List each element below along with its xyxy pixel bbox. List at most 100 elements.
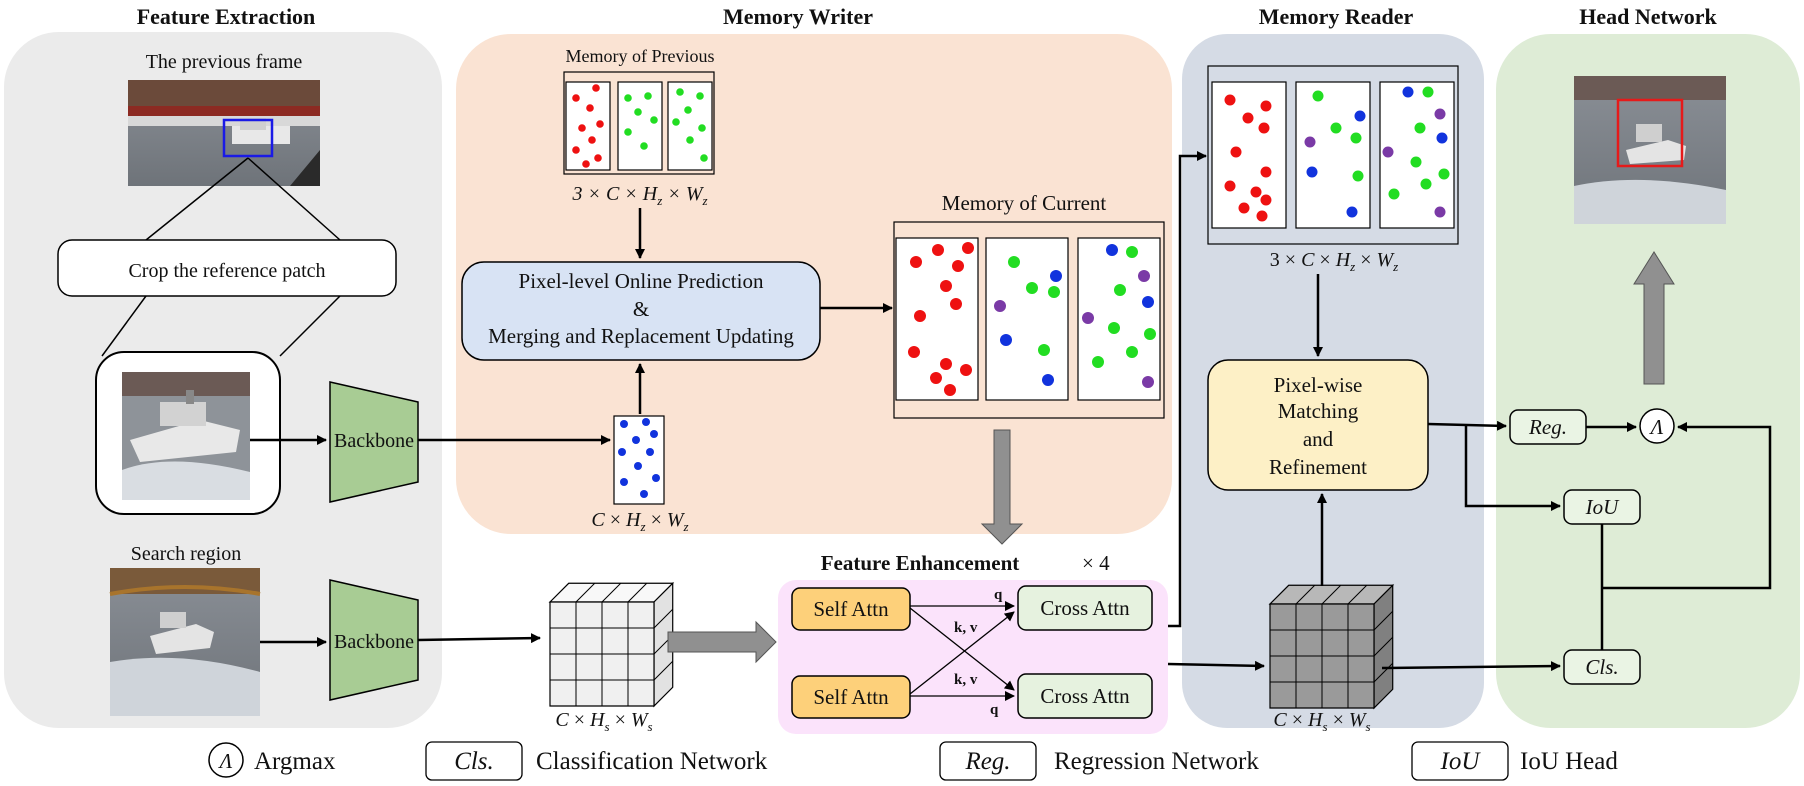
head-network-title: Head Network xyxy=(1579,4,1717,29)
memory-dot xyxy=(634,462,642,470)
memory-dot xyxy=(1000,334,1012,346)
legend-argmax-label: Argmax xyxy=(254,748,336,775)
memory-dot xyxy=(620,478,628,486)
q-label-2: q xyxy=(990,702,999,718)
memory-dot xyxy=(1306,166,1318,178)
memory-dot xyxy=(1048,286,1060,298)
backbone-to-search-feature-arrow xyxy=(417,633,541,644)
argmax-node xyxy=(1639,408,1675,444)
search-feature-dims: C × Hs × Ws xyxy=(555,709,652,734)
backbone-bottom-label: Backbone xyxy=(334,631,414,653)
previous-frame-label: The previous frame xyxy=(146,51,303,73)
memory-current-slot-2 xyxy=(985,237,1069,401)
legend-argmax-icon xyxy=(208,742,244,778)
memory-dot xyxy=(1242,112,1254,124)
memory-dot xyxy=(1382,146,1394,158)
self-attn-box-1 xyxy=(791,587,911,631)
memory-dot xyxy=(620,420,628,428)
memory-dot xyxy=(634,108,642,116)
previous-frame-image xyxy=(128,80,320,186)
prediction-updating-box xyxy=(461,261,821,361)
memory-dot xyxy=(572,146,580,154)
memory-previous-dims: 3 × C × Hz × Wz xyxy=(571,183,707,208)
memory-dot xyxy=(940,280,952,292)
feature-enhancement-title: Feature Enhancement xyxy=(821,551,1020,575)
memory-dot xyxy=(578,124,586,132)
memory-dot xyxy=(962,242,974,254)
reference-patch-image xyxy=(122,372,250,500)
memory-dot xyxy=(1114,284,1126,296)
memory-dot xyxy=(952,260,964,272)
enhancement-to-reader-arrow xyxy=(1168,151,1207,628)
output-frame-image xyxy=(1574,76,1726,224)
memory-dot xyxy=(650,116,658,124)
enhanced-feature-cube xyxy=(1268,583,1395,710)
feature-enhancement-repeat: × 4 xyxy=(1082,551,1110,575)
memory-dot xyxy=(1258,122,1270,134)
memory-dot xyxy=(640,490,648,498)
memory-dot xyxy=(684,106,692,114)
memory-dot xyxy=(1304,136,1316,148)
memory-dot xyxy=(1250,186,1262,198)
memory-current-slot-3 xyxy=(1077,237,1161,401)
memory-dot xyxy=(596,120,604,128)
search-to-enhancement-arrow xyxy=(667,620,777,664)
memory-dot xyxy=(644,92,652,100)
memory-dot xyxy=(1422,86,1434,98)
memory-dot xyxy=(1138,270,1150,282)
memory-dot xyxy=(1050,270,1062,282)
memory-reader-slot-2 xyxy=(1295,81,1371,229)
memory-dot xyxy=(1436,132,1448,144)
memory-dot xyxy=(1330,122,1342,134)
memory-dot xyxy=(1260,194,1272,206)
memory-dot xyxy=(1402,86,1414,98)
memory-dot xyxy=(1092,356,1104,368)
memory-dot xyxy=(1260,100,1272,112)
memory-dot xyxy=(1352,170,1364,182)
memory-previous-title: Memory of Previous xyxy=(566,46,715,66)
template-feature-slot xyxy=(613,415,665,505)
memory-dot xyxy=(932,244,944,256)
search-feature-cube xyxy=(548,581,675,708)
memory-dot xyxy=(1438,168,1450,180)
memory-dot xyxy=(1144,328,1156,340)
memory-dot xyxy=(592,84,600,92)
template-dims: C × Hz × Wz xyxy=(591,509,688,534)
matching-line-4: Refinement xyxy=(1269,455,1367,479)
memory-writer-title: Memory Writer xyxy=(723,4,873,29)
feature-extraction-title: Feature Extraction xyxy=(137,4,316,29)
legend-cls-box xyxy=(425,741,523,781)
self-attn-box-2 xyxy=(791,675,911,719)
memory-dot xyxy=(1410,156,1422,168)
memory-dot xyxy=(1312,90,1324,102)
backbone-top-block xyxy=(329,381,419,503)
memory-dot xyxy=(588,136,596,144)
memory-dot xyxy=(1350,132,1362,144)
crop-reference-patch-label: Crop the reference patch xyxy=(128,260,325,282)
q-label-1: q xyxy=(994,587,1003,603)
legend-reg-label: Regression Network xyxy=(1054,748,1259,775)
memory-dot xyxy=(640,142,648,150)
memory-dot xyxy=(624,128,632,136)
memory-reader-dims: 3 × C × Hz × Wz xyxy=(1270,249,1398,274)
memory-dot xyxy=(1042,374,1054,386)
memory-dot xyxy=(1126,246,1138,258)
memory-dot xyxy=(1346,206,1358,218)
memory-reader-container xyxy=(1207,65,1459,245)
legend-reg-box xyxy=(939,741,1037,781)
memory-dot xyxy=(1224,180,1236,192)
memory-dot xyxy=(696,92,704,100)
enhanced-feature-dims: C × Hs × Ws xyxy=(1273,709,1370,734)
memory-current-title: Memory of Current xyxy=(942,191,1107,215)
memory-reader-title: Memory Reader xyxy=(1259,4,1414,29)
argmax-node-symbol: Λ xyxy=(1649,415,1664,439)
reg-label: Reg. xyxy=(1528,415,1567,439)
search-region-image xyxy=(109,568,261,716)
memory-dot xyxy=(632,436,640,444)
memory-dot xyxy=(960,364,972,376)
current-to-enhancement-arrow xyxy=(980,429,1024,545)
matching-line-1: Pixel-wise xyxy=(1274,373,1363,397)
memory-previous-slot-2 xyxy=(617,81,663,171)
memory-dot xyxy=(642,418,650,426)
memory-dot xyxy=(1388,188,1400,200)
